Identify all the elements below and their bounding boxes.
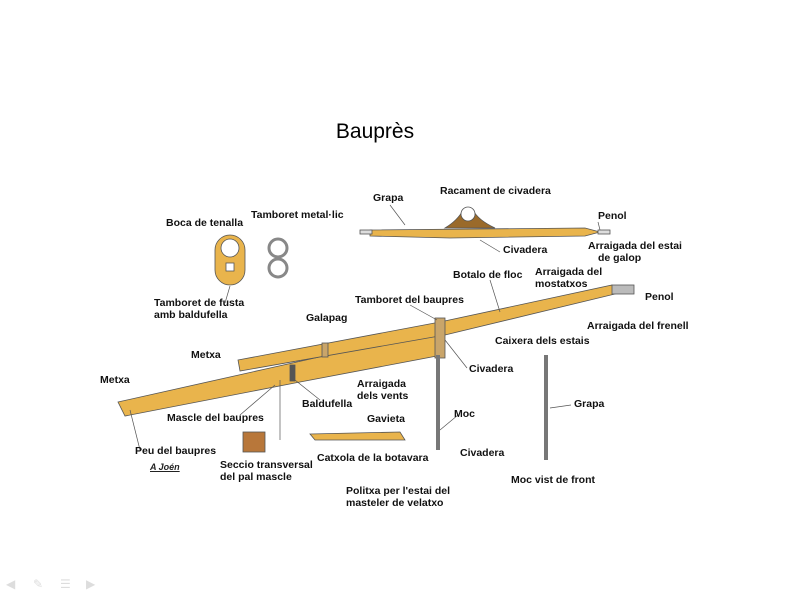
label-arraigada-frenell: Arraigada del frenell xyxy=(587,320,689,332)
label-politxa-2: masteler de velatxo xyxy=(346,497,444,509)
label-civadera-low: Civadera xyxy=(460,447,505,459)
label-peu-baupres: Peu del baupres xyxy=(135,445,217,457)
civadera-yard xyxy=(369,227,602,239)
label-politxa-1: Politxa per l'estai del xyxy=(346,485,451,497)
label-seccio-1: Seccio transversal xyxy=(220,459,313,471)
label-penol-right: Penol xyxy=(645,291,674,303)
label-civadera-top: Civadera xyxy=(503,244,548,256)
pen-icon[interactable]: ✎ xyxy=(33,577,44,591)
next-slide-icon[interactable]: ▶ xyxy=(86,577,96,591)
label-tamboret-baupres: Tamboret del baupres xyxy=(355,294,464,306)
label-arraigada-vents-2: dels vents xyxy=(357,390,409,402)
label-racament: Racament de civadera xyxy=(440,185,551,197)
label-civadera-mid: Civadera xyxy=(469,363,514,375)
menu-icon[interactable]: ☰ xyxy=(60,577,71,591)
label-boca-tenalla: Boca de tenalla xyxy=(166,217,244,229)
label-botalo-floc: Botalo de floc xyxy=(453,269,523,281)
label-caixera-estais: Caixera dels estais xyxy=(495,335,590,347)
label-grapa-right: Grapa xyxy=(574,398,605,410)
label-baldufella: Baldufella xyxy=(302,398,353,410)
label-metxa-left: Metxa xyxy=(100,374,130,386)
label-moc-front: Moc vist de front xyxy=(511,474,596,486)
label-arraigada-estai-2: de galop xyxy=(598,252,642,264)
label-tamboret-fusta-1: Tamboret de fusta xyxy=(154,297,245,309)
author-signature: A Joén xyxy=(150,462,180,472)
label-metxa-upper: Metxa xyxy=(191,349,221,361)
label-mascle-baupres: Mascle del baupres xyxy=(167,412,264,424)
label-seccio-2: del pal mascle xyxy=(220,471,292,483)
tamboret-metallic xyxy=(267,237,289,279)
label-arraigada-vents-1: Arraigada xyxy=(357,378,407,390)
label-catxola: Catxola de la botavara xyxy=(317,452,429,464)
label-tamboret-metallic: Tamboret metal·lic xyxy=(251,209,344,221)
seccio xyxy=(242,431,266,453)
label-tamboret-fusta-2: amb baldufella xyxy=(154,309,228,321)
slide-title: Bauprès xyxy=(335,120,415,143)
label-arraigada-mostatxos-2: mostatxos xyxy=(535,278,588,290)
label-penol-top: Penol xyxy=(598,210,627,222)
label-moc: Moc xyxy=(454,408,475,420)
label-arraigada-mostatxos-1: Arraigada del xyxy=(535,266,603,278)
catxola xyxy=(309,431,406,441)
label-grapa-top: Grapa xyxy=(373,192,404,204)
label-galapag: Galapag xyxy=(306,312,348,324)
label-arraigada-estai-1: Arraigada del estai xyxy=(588,240,682,252)
label-gavieta: Gavieta xyxy=(367,413,405,425)
previous-slide-icon[interactable]: ◀ xyxy=(6,577,16,591)
